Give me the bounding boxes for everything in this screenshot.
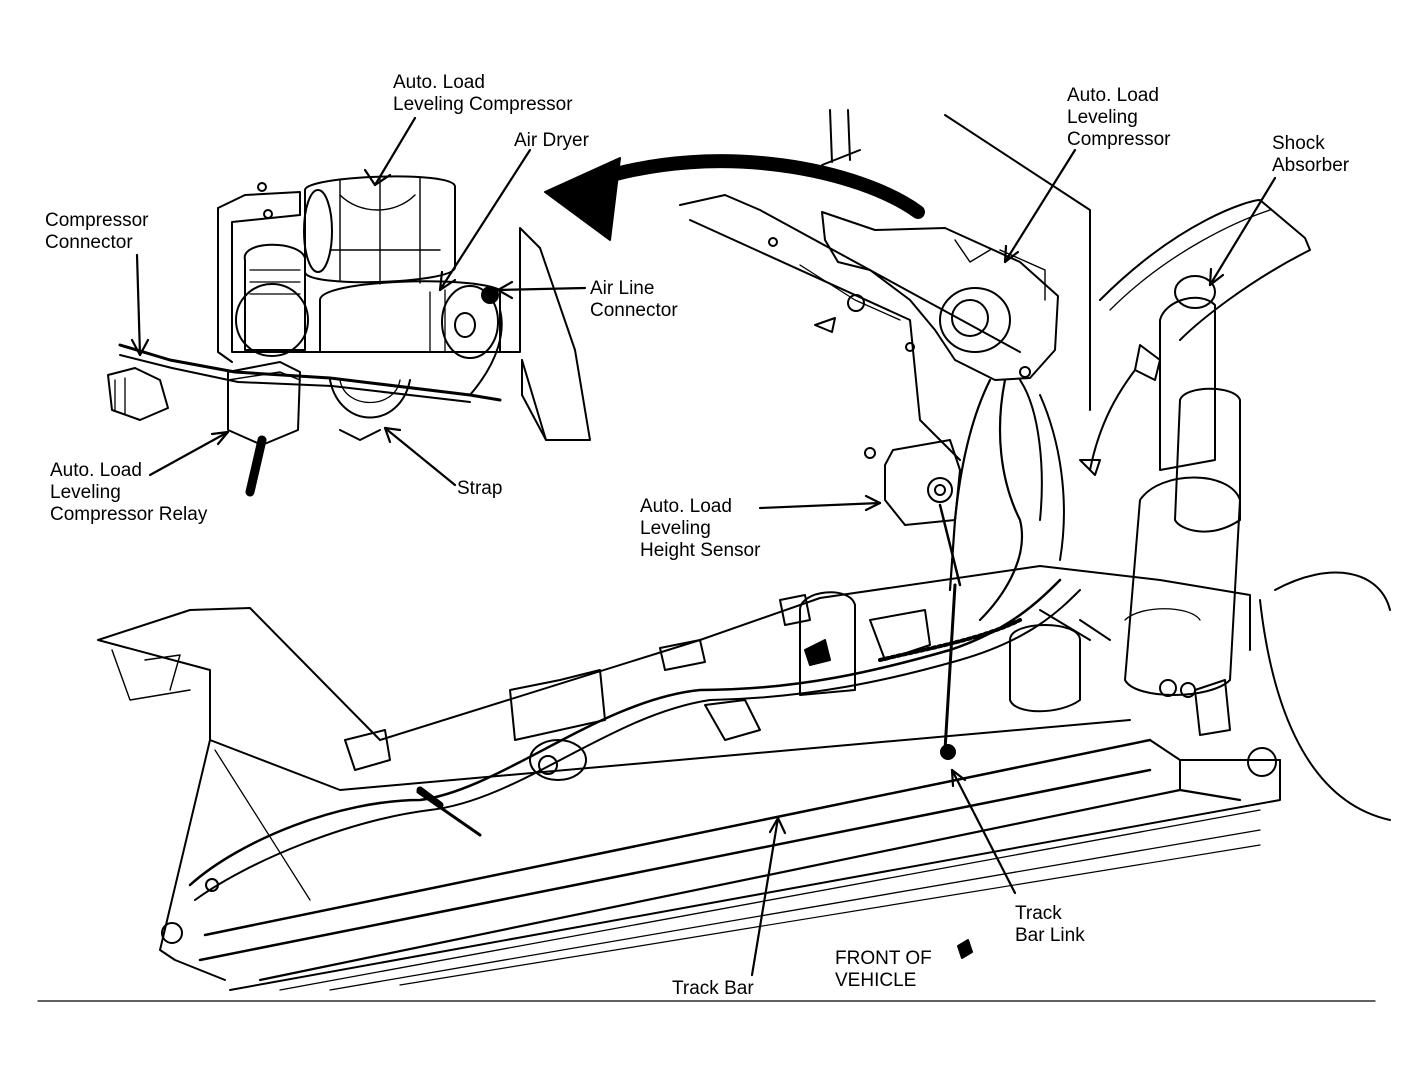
label-track-bar-link: Track Bar Link: [1015, 903, 1085, 946]
leader-main-compressor: [1003, 148, 1077, 264]
label-track-bar: Track Bar: [672, 978, 754, 999]
label-main-compressor: Auto. Load Leveling Compressor: [1067, 85, 1171, 150]
leader-inset-compressor: [373, 116, 417, 187]
transfer-arrow: [544, 154, 925, 241]
leader-air-dryer: [438, 148, 532, 292]
chassis-frame: [679, 109, 1091, 622]
front-marker: [957, 939, 973, 959]
frame-cross-member: [97, 565, 1281, 991]
leader-track-bar: [750, 816, 780, 977]
leader-compressor-connector: [135, 253, 142, 357]
label-strap: Strap: [457, 478, 503, 499]
leader-air-line-connector: [496, 286, 587, 292]
inset-compressor-assembly: [107, 175, 591, 497]
leader-shock-absorber: [1208, 176, 1277, 287]
label-shock-absorber: Shock Absorber: [1272, 133, 1350, 176]
leader-track-bar-link: [950, 768, 1017, 895]
label-air-dryer: Air Dryer: [514, 130, 589, 151]
height-sensor-part: [864, 439, 962, 760]
leader-lines: [130, 116, 1277, 977]
leader-strap: [383, 426, 457, 487]
label-air-line-connector: Air Line Connector: [590, 278, 678, 321]
label-compressor-connector: Compressor Connector: [45, 210, 149, 253]
label-inset-compressor: Auto. Load Leveling Compressor: [393, 72, 573, 115]
leader-relay: [148, 430, 230, 477]
label-front-of-vehicle: FRONT OF VEHICLE: [835, 948, 932, 991]
label-height-sensor: Auto. Load Leveling Height Sensor: [640, 496, 761, 561]
shock-absorber-part: [1009, 199, 1391, 821]
label-compressor-relay: Auto. Load Leveling Compressor Relay: [50, 460, 208, 525]
leader-height-sensor: [758, 501, 882, 510]
